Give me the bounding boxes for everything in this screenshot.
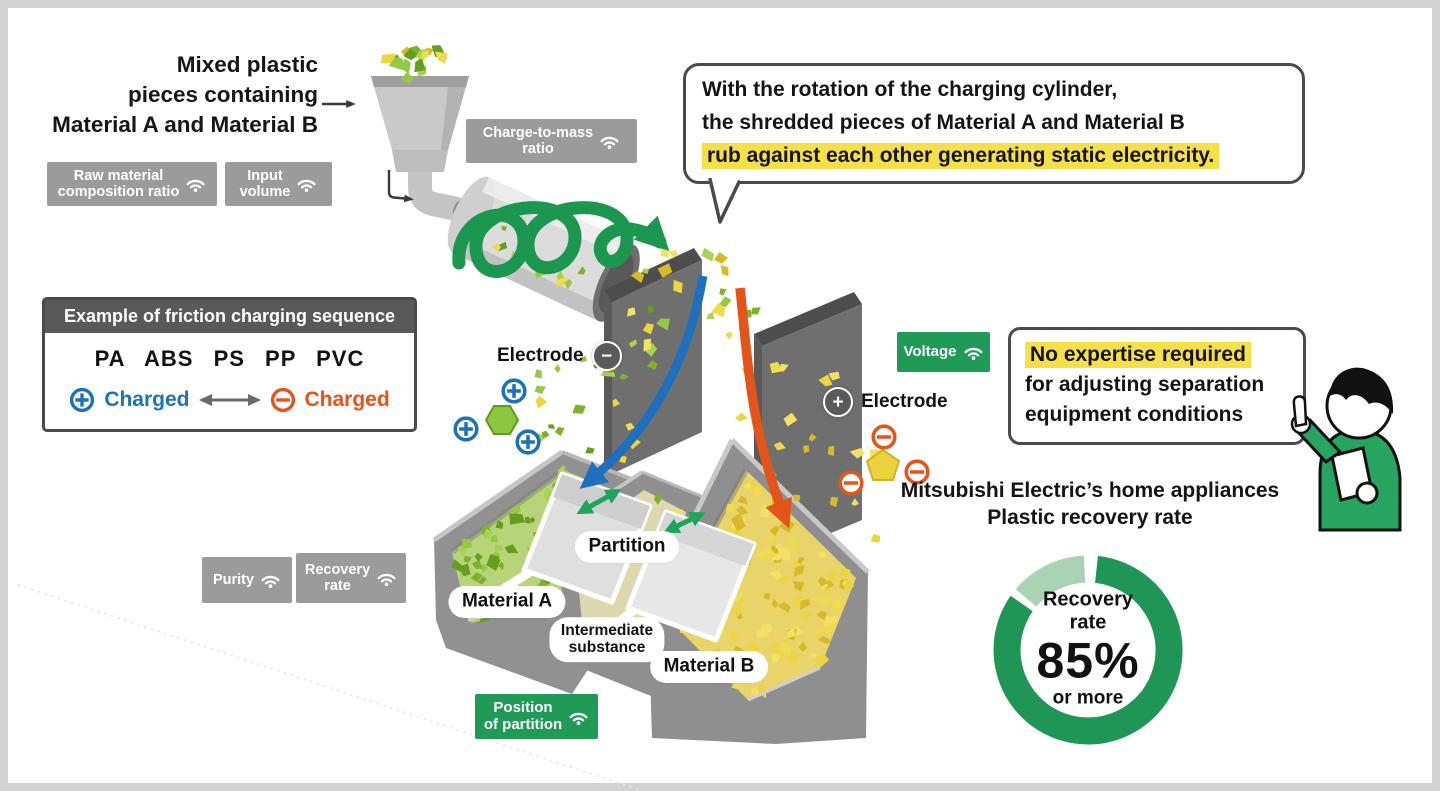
wifi-icon (296, 175, 317, 193)
plus-charge-icon (501, 378, 527, 404)
material-b-label: Material B (652, 653, 766, 681)
sensor-charge-to-mass: Charge-to-mass ratio (466, 119, 637, 163)
sensor-label-text: Purity (212, 571, 255, 588)
friction-box-title: Example of friction charging sequence (45, 300, 414, 333)
expertise-line-3: equipment conditions (1025, 403, 1244, 426)
charge-legend: Charged Charged (45, 387, 414, 413)
minus-charge-icon (270, 387, 296, 413)
control-label-text: Position of partition (483, 698, 563, 733)
sensor-purity: Purity (202, 557, 292, 603)
sensor-label-text: Recovery rate (304, 561, 371, 594)
donut-label: Recovery rate (1042, 588, 1134, 634)
expertise-box: No expertise required for adjusting sepa… (1008, 327, 1306, 445)
intro-text: Mixed plastic pieces containing Material… (52, 52, 318, 137)
sensor-label-text: Raw material composition ratio (57, 167, 180, 200)
partition-move-arrow-2 (663, 511, 706, 534)
control-position-of-partition: Position of partition (475, 694, 598, 739)
mixed-pieces-mound (380, 45, 448, 85)
bubble-line-3: rub against each other generating static… (702, 139, 1286, 172)
sensor-raw-material-composition: Raw material composition ratio (47, 162, 217, 206)
wifi-icon (185, 175, 206, 193)
wifi-icon (376, 569, 397, 587)
wifi-icon (260, 571, 281, 589)
double-arrow-icon (198, 394, 261, 406)
recovery-donut-chart (993, 555, 1183, 745)
sensor-label-text: Charge-to-mass ratio (482, 124, 594, 157)
sensor-label-text: Input volume (239, 167, 291, 200)
charged-piece-yellow (865, 448, 901, 481)
minus-electrode-badge: − (591, 341, 622, 371)
partition-label: Partition (577, 533, 677, 561)
speech-bubble: With the rotation of the charging cylind… (683, 63, 1305, 224)
sensor-recovery-rate: Recovery rate (296, 553, 406, 603)
sensor-input-volume: Input volume (225, 162, 332, 206)
bubble-tail (708, 178, 742, 224)
donut-suffix: or more (1052, 687, 1124, 709)
wifi-icon (963, 343, 984, 361)
plus-electrode-badge: + (823, 387, 853, 417)
positive-charged-label: Charged (104, 388, 190, 411)
electrode-positive-label: + Electrode (823, 387, 948, 417)
control-voltage: Voltage (897, 332, 990, 372)
positive-path-arrow (579, 275, 708, 489)
electrode-text: Electrode (861, 391, 948, 412)
donut-value: 85% (1036, 632, 1140, 689)
control-label-text: Voltage (903, 342, 957, 360)
recovery-heading: Mitsubishi Electric’s home appliances Pl… (900, 479, 1280, 529)
highlighted-text: No expertise required (1025, 342, 1251, 368)
falling-pieces-cloud (627, 247, 761, 357)
feed-arrow (387, 170, 414, 203)
expertise-line-1: No expertise required (1025, 340, 1289, 370)
electrode-text: Electrode (497, 345, 584, 366)
rotation-spiral-arrow (452, 201, 670, 278)
intermediate-substance-label: Intermediate substance (551, 619, 663, 661)
expertise-line-2: for adjusting separation (1025, 373, 1265, 396)
minus-charge-icon (871, 424, 897, 450)
negative-path-arrow (735, 287, 792, 529)
charged-piece-green (484, 405, 520, 435)
plus-charge-icon (69, 387, 95, 413)
electrode-negative-label: Electrode − (497, 341, 622, 371)
negative-charged-label: Charged (304, 388, 390, 411)
hopper (371, 45, 527, 242)
friction-sequence: PA ABS PS PP PVC (94, 346, 365, 371)
donut-center-text: Recovery rate 85% or more (1036, 589, 1139, 710)
minus-charge-icon (838, 470, 864, 496)
bubble-line-1: With the rotation of the charging cylind… (702, 78, 1118, 101)
plus-charge-icon (515, 429, 541, 455)
plus-charge-icon (453, 416, 479, 442)
wifi-icon (568, 708, 589, 726)
material-a-label: Material A (450, 588, 564, 616)
friction-sequence-box: Example of friction charging sequence PA… (42, 297, 417, 432)
wifi-icon (599, 132, 620, 150)
bubble-line-2: the shredded pieces of Material A and Ma… (702, 111, 1185, 134)
partition-move-arrow-1 (576, 488, 622, 515)
highlighted-text: rub against each other generating static… (702, 143, 1220, 169)
